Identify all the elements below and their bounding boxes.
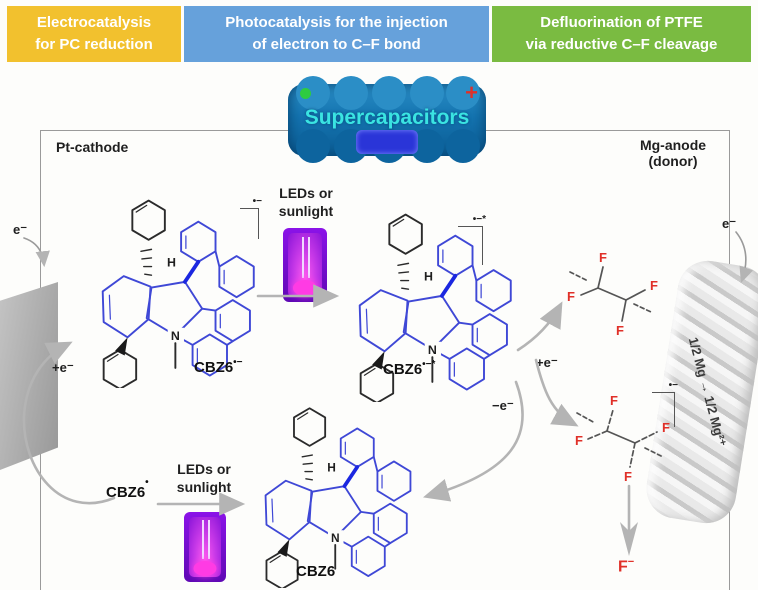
molecule-cbz6-neutral: H N	[263, 406, 413, 588]
species-sup: •−	[233, 357, 243, 368]
h-atom-label: H	[327, 461, 336, 475]
header-line: for PC reduction	[35, 36, 153, 53]
cbz6-radical-label: CBZ6•	[106, 477, 149, 501]
uv-lamp-icon	[283, 228, 327, 302]
photo-line2: sunlight	[176, 479, 232, 496]
supercap-display-plate	[356, 130, 418, 154]
photo-line2: sunlight	[278, 203, 334, 220]
uv-lamp-icon	[184, 512, 226, 582]
mg-oxidation-text: 1/2 Mg → 1/2 Mg²⁺	[685, 335, 730, 449]
f-atom-label: F	[662, 420, 670, 435]
pt-cathode-label: Pt-cathode	[56, 139, 129, 155]
f-atom-label: F	[599, 250, 607, 265]
h-atom-label: H	[424, 270, 433, 284]
molecule-cbz6-radical-anion: H N	[100, 198, 255, 388]
leds-sunlight-label-bottom: LEDs or sunlight	[160, 460, 248, 496]
plus-e-ptfe-label: +e⁻	[536, 355, 558, 370]
header-line: Photocatalysis for the injection	[225, 14, 448, 32]
leds-sunlight-label-top: LEDs or sunlight	[260, 184, 352, 220]
cbz6-neutral-label: CBZ6	[296, 563, 335, 580]
header-line: Defluorination of PTFE	[540, 14, 703, 32]
photo-line1: LEDs or	[177, 461, 231, 477]
plus-e-cathode-label: +e⁻	[52, 360, 74, 375]
bracket-superscript: •−	[252, 196, 262, 207]
ptfe-radical-anion: F F F F	[575, 393, 670, 484]
f-atom-label: F	[575, 433, 583, 448]
minus-terminal-icon	[300, 88, 311, 99]
f-atom-label: F	[650, 278, 658, 293]
cbz6-excited-label: CBZ6•−*	[383, 359, 436, 378]
n-atom-label: N	[428, 343, 437, 357]
mg-anode-line1: Mg-anode	[639, 137, 707, 153]
plus-terminal-icon: +	[465, 80, 478, 105]
f-atom-label: F	[624, 469, 632, 484]
species-name: F	[618, 558, 628, 576]
species-name: CBZ6	[296, 563, 336, 580]
supercapacitor: + Supercapacitors	[288, 76, 486, 163]
species-sup: •	[145, 477, 149, 488]
f-atom-label: F	[616, 323, 624, 338]
supercap-bumps-bottom	[296, 129, 330, 163]
molecule-cbz6-excited: H N	[357, 212, 512, 402]
uv-lamp-base-glow	[193, 561, 217, 577]
mg-anode-line2: (donor)	[648, 153, 698, 169]
electron-label-right: e⁻	[722, 216, 737, 231]
header-line: Electrocatalysis	[36, 14, 152, 32]
species-sup: •−*	[422, 359, 436, 370]
bracket-superscript: •−*	[472, 214, 486, 225]
pt-electrode-plate	[0, 282, 58, 470]
species-name: CBZ6	[106, 484, 146, 501]
header-box-electrocatalysis: Electrocatalysis for PC reduction	[7, 6, 181, 62]
electron-label-left: e⁻	[13, 222, 28, 237]
species-sup: −	[627, 556, 635, 568]
n-atom-label: N	[331, 531, 340, 545]
header-line: via reductive C–F cleavage	[525, 36, 718, 53]
photo-line1: LEDs or	[279, 185, 333, 201]
species-name: CBZ6	[383, 361, 423, 378]
bracket-superscript: •−	[668, 380, 678, 391]
f-atom-label: F	[610, 393, 618, 408]
radical-bracket-ptfe: •−	[652, 380, 678, 427]
supercapacitor-label: Supercapacitors	[304, 106, 470, 129]
uv-lamp-filament	[302, 236, 304, 278]
fluoride-label: F−	[618, 556, 634, 576]
ptfe-fragment: F F F F	[567, 250, 658, 338]
species-name: CBZ6	[194, 359, 234, 376]
radical-bracket-mol2: •−*	[458, 214, 486, 265]
uv-lamp-filament	[202, 520, 204, 559]
n-atom-label: N	[171, 329, 180, 343]
radical-bracket-mol1: •−	[240, 196, 262, 239]
header-box-defluorination: Defluorination of PTFE via reductive C–F…	[492, 6, 751, 62]
h-atom-label: H	[167, 256, 176, 270]
f-atom-label: F	[567, 289, 575, 304]
uv-lamp-base-glow	[292, 279, 318, 297]
header-box-photocatalysis: Photocatalysis for the injection of elec…	[184, 6, 489, 62]
header-line: of electron to C–F bond	[252, 36, 421, 53]
mg-anode-label: Mg-anode (donor)	[618, 137, 728, 169]
cbz6-radical-anion-label: CBZ6•−	[194, 357, 243, 376]
